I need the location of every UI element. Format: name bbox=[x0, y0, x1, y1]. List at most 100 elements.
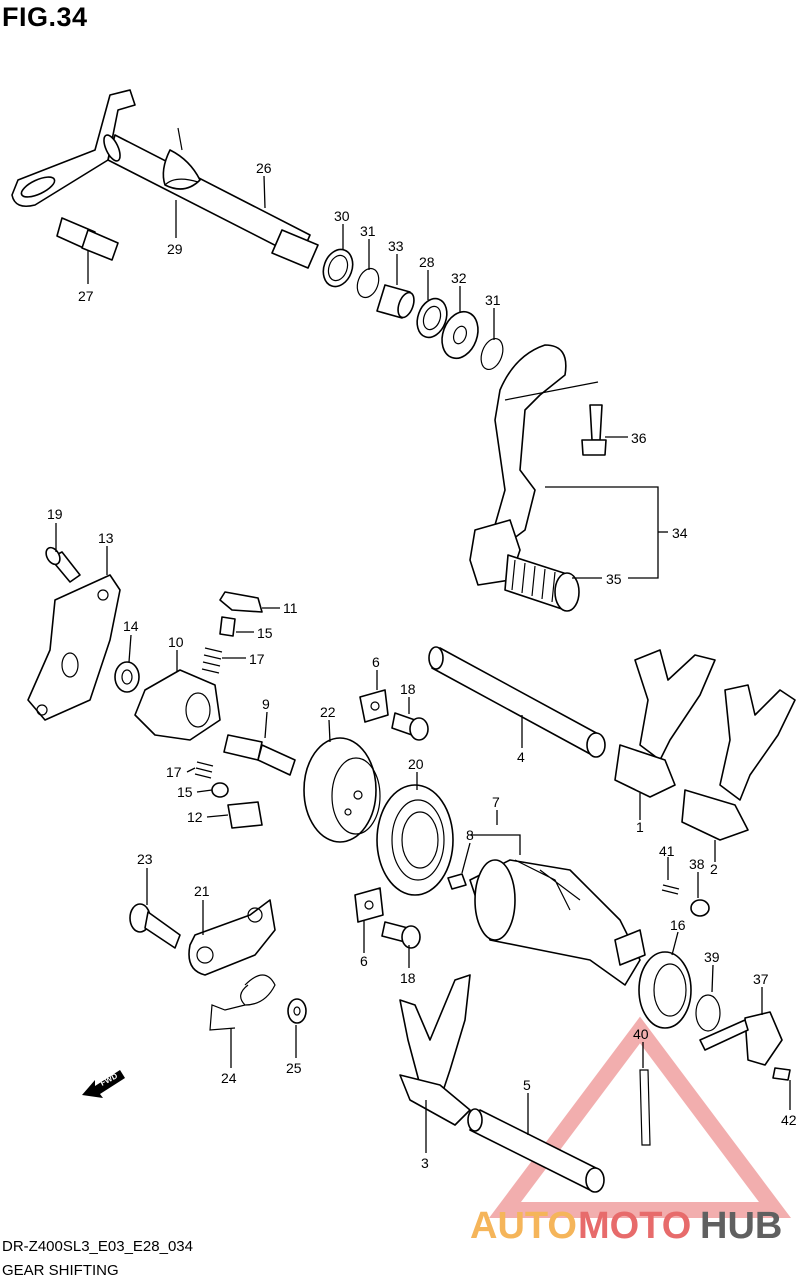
part-screw-18b bbox=[381, 921, 421, 949]
watermark-moto: MOTO bbox=[578, 1205, 691, 1247]
callout-23: 23 bbox=[137, 851, 153, 867]
callout-4: 4 bbox=[517, 749, 525, 765]
callout-18b: 18 bbox=[400, 970, 416, 986]
callout-33: 33 bbox=[388, 238, 404, 254]
fwd-arrow-icon: FWD bbox=[82, 1070, 125, 1098]
watermark-text: AUTO MOTO HUB bbox=[470, 1205, 782, 1247]
part-washer-6a bbox=[359, 689, 389, 723]
part-bearing-33 bbox=[376, 284, 415, 319]
part-spring-17a bbox=[201, 647, 223, 674]
callout-17b: 17 bbox=[166, 764, 182, 780]
part-screw-42 bbox=[772, 1067, 791, 1081]
part-bolt-36 bbox=[581, 404, 607, 456]
part-gearshift-fork-1 bbox=[614, 649, 716, 798]
callout-24: 24 bbox=[221, 1070, 237, 1086]
part-bracket-34 bbox=[545, 486, 668, 579]
callout-40: 40 bbox=[633, 1026, 649, 1042]
part-pin-15b bbox=[211, 782, 229, 798]
callout-16: 16 bbox=[670, 917, 686, 933]
callout-15b: 15 bbox=[177, 784, 193, 800]
callout-1: 1 bbox=[636, 819, 644, 835]
callout-28: 28 bbox=[419, 254, 435, 270]
part-fork-shaft-4 bbox=[428, 646, 606, 758]
part-pawl-11 bbox=[219, 591, 263, 613]
part-spring-24 bbox=[209, 974, 276, 1031]
part-return-spring-29 bbox=[162, 127, 201, 190]
part-washer-32 bbox=[441, 310, 479, 360]
callout-5: 5 bbox=[523, 1077, 531, 1093]
part-pin-38 bbox=[690, 899, 710, 917]
part-spring-41 bbox=[661, 884, 680, 895]
callout-41: 41 bbox=[659, 843, 675, 859]
watermark-triangle bbox=[489, 1016, 791, 1218]
callout-7: 7 bbox=[492, 794, 500, 810]
callout-30: 30 bbox=[334, 208, 350, 224]
callout-20: 20 bbox=[408, 756, 424, 772]
part-sensor-37 bbox=[699, 1011, 783, 1066]
part-pin-8 bbox=[447, 873, 467, 890]
part-cam-stopper-plate-13 bbox=[27, 574, 121, 721]
part-shift-arm-21 bbox=[188, 899, 276, 976]
callout-labels: 26 29 27 30 31 33 28 32 31 36 34 35 19 1… bbox=[47, 160, 797, 1171]
part-washer-14 bbox=[114, 661, 140, 693]
callout-38: 38 bbox=[689, 856, 705, 872]
part-gearshift-fork-3 bbox=[399, 974, 471, 1126]
callout-18a: 18 bbox=[400, 681, 416, 697]
callout-8: 8 bbox=[466, 827, 474, 843]
callout-37: 37 bbox=[753, 971, 769, 987]
callout-10: 10 bbox=[168, 634, 184, 650]
part-gearshift-cam-drum-7 bbox=[469, 859, 646, 986]
part-washer-25 bbox=[287, 998, 307, 1024]
callout-26: 26 bbox=[256, 160, 272, 176]
callout-2: 2 bbox=[710, 861, 718, 877]
callout-22: 22 bbox=[320, 704, 336, 720]
callout-3: 3 bbox=[421, 1155, 429, 1171]
part-oil-seal-28 bbox=[416, 297, 448, 339]
callout-9: 9 bbox=[262, 696, 270, 712]
callout-6a: 6 bbox=[372, 654, 380, 670]
part-gearshift-fork-2 bbox=[681, 684, 796, 841]
part-circlip-39 bbox=[695, 994, 721, 1032]
callout-29: 29 bbox=[167, 241, 183, 257]
callout-11: 11 bbox=[283, 600, 298, 616]
part-o-ring-40 bbox=[639, 1069, 651, 1146]
part-washer-6b bbox=[354, 887, 384, 923]
part-pin-15a bbox=[219, 616, 236, 637]
part-bolt-23 bbox=[129, 903, 181, 949]
diagram-name: GEAR SHIFTING bbox=[2, 1262, 119, 1279]
part-circlip-31a bbox=[356, 267, 380, 299]
part-pawl-12 bbox=[227, 801, 263, 829]
callout-12: 12 bbox=[187, 809, 203, 825]
callout-13: 13 bbox=[98, 530, 114, 546]
callout-14: 14 bbox=[123, 618, 139, 634]
diagram-code: DR-Z400SL3_E03_E28_034 bbox=[2, 1238, 193, 1255]
part-screw-19 bbox=[45, 546, 81, 583]
part-cam-stopper-10 bbox=[134, 669, 221, 741]
leader-lines bbox=[55, 175, 791, 1153]
callout-19: 19 bbox=[47, 506, 63, 522]
callout-31b: 31 bbox=[485, 292, 501, 308]
part-circlip-31b bbox=[480, 337, 504, 371]
part-washer-30 bbox=[322, 248, 354, 288]
part-screw-18a bbox=[391, 712, 429, 741]
part-fork-shaft-5 bbox=[467, 1108, 605, 1193]
callout-15a: 15 bbox=[257, 625, 273, 641]
callout-27: 27 bbox=[78, 288, 94, 304]
callout-17a: 17 bbox=[249, 651, 265, 667]
part-shift-shaft-26 bbox=[11, 89, 319, 269]
callout-6b: 6 bbox=[360, 953, 368, 969]
part-bearing-16 bbox=[638, 951, 692, 1029]
callout-35: 35 bbox=[606, 571, 622, 587]
callout-34: 34 bbox=[672, 525, 688, 541]
callout-21: 21 bbox=[194, 883, 210, 899]
part-pin-9 bbox=[223, 734, 296, 776]
watermark-hub: HUB bbox=[700, 1205, 782, 1247]
callout-42: 42 bbox=[781, 1112, 797, 1128]
callout-36: 36 bbox=[631, 430, 647, 446]
callout-25: 25 bbox=[286, 1060, 302, 1076]
part-bearing-20 bbox=[376, 784, 454, 896]
watermark-auto: AUTO bbox=[470, 1205, 577, 1247]
part-gearshift-lever-34 bbox=[469, 344, 599, 612]
